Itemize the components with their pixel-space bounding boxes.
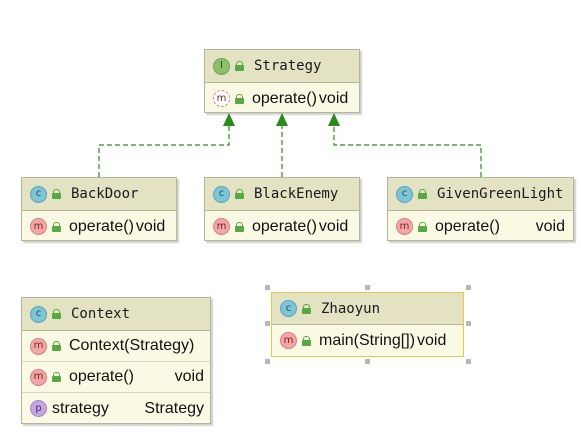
lock-icon [52, 341, 61, 351]
givengreenlight-class-node[interactable]: c GivenGreenLight m operate() void [387, 177, 574, 241]
method-return-type: void [535, 217, 565, 235]
method-icon: m [213, 218, 230, 235]
field-icon: p [30, 400, 47, 417]
lock-icon [418, 221, 427, 232]
context-name: Context [71, 306, 131, 322]
constructor-name: Context(Strategy) [69, 337, 195, 354]
lock-icon [52, 189, 61, 199]
context-operate-row[interactable]: m operate() void [22, 362, 210, 393]
selection-handle-se[interactable] [466, 359, 471, 364]
zhaoyun-method-row[interactable]: m main(String[]) void [272, 325, 463, 356]
class-icon: c [213, 185, 230, 203]
selection-handle-ne[interactable] [466, 285, 471, 290]
runnable-class-icon: c [280, 300, 297, 317]
lock-icon [52, 221, 61, 232]
selection-handle-e[interactable] [466, 321, 471, 326]
blackenemy-class-node[interactable]: c BlackEnemy m operate() void [204, 177, 360, 241]
method-icon: m [30, 368, 47, 386]
lock-icon [52, 372, 61, 382]
lock-icon [235, 189, 244, 199]
context-header: c Context [22, 298, 210, 331]
givengreenlight-name: GivenGreenLight [437, 186, 564, 202]
selection-handle-nw[interactable] [265, 285, 270, 290]
backdoor-header: c BackDoor [22, 178, 176, 211]
method-icon: m [30, 218, 47, 235]
class-icon: c [30, 185, 47, 203]
method-return-type: void [417, 331, 447, 349]
interface-icon: I [213, 57, 230, 75]
selection-handle-n[interactable] [365, 285, 370, 290]
zhaoyun-header: c Zhaoyun [272, 293, 463, 325]
backdoor-method-row[interactable]: m operate() void [22, 211, 176, 242]
givengreenlight-header: c GivenGreenLight [388, 178, 573, 211]
lock-icon [235, 61, 244, 71]
method-name: operate() [69, 217, 134, 235]
givengreenlight-method-row[interactable]: m operate() void [388, 211, 573, 242]
zhaoyun-name: Zhaoyun [321, 300, 381, 317]
field-type: Strategy [144, 399, 204, 417]
method-name: operate() [252, 217, 317, 235]
strategy-interface-node[interactable]: I Strategy m operate() void [204, 49, 360, 113]
selection-handle-s[interactable] [365, 359, 370, 364]
realization-arrowhead-blackenemy [276, 113, 288, 126]
strategy-method-row[interactable]: m operate() void [205, 83, 359, 114]
method-return-type: void [318, 89, 349, 107]
method-return-type: void [318, 217, 349, 235]
blackenemy-header: c BlackEnemy [205, 178, 359, 211]
context-class-node[interactable]: c Context m Context(Strategy) m operate(… [21, 297, 211, 424]
backdoor-name: BackDoor [71, 186, 139, 202]
lock-icon [52, 309, 61, 319]
method-name: main(String[]) [319, 331, 416, 349]
lock-icon [235, 221, 244, 232]
realization-arrowhead-givengreenlight [328, 113, 340, 126]
selection-handle-sw[interactable] [265, 359, 270, 364]
abstract-method-icon: m [213, 90, 230, 107]
lock-icon [235, 93, 244, 104]
method-return-type: void [135, 217, 166, 235]
class-icon: c [396, 185, 413, 203]
field-name: strategy [52, 399, 109, 417]
method-icon: m [30, 337, 47, 355]
method-icon: m [396, 218, 413, 235]
context-field-row[interactable]: p strategy Strategy [22, 393, 210, 424]
realization-line-givengreenlight [333, 117, 482, 177]
method-return-type: void [174, 368, 204, 385]
method-name: operate() [252, 89, 317, 107]
blackenemy-name: BlackEnemy [254, 186, 339, 202]
method-name: operate() [435, 217, 500, 235]
lock-icon [302, 335, 311, 346]
blackenemy-method-row[interactable]: m operate() void [205, 211, 359, 242]
lock-icon [302, 303, 311, 314]
lock-icon [418, 189, 427, 199]
selection-handle-w[interactable] [265, 321, 270, 326]
class-icon: c [30, 305, 47, 323]
context-constructor-row[interactable]: m Context(Strategy) [22, 331, 210, 362]
realization-arrowhead-backdoor [223, 113, 235, 126]
strategy-name: Strategy [254, 58, 322, 74]
backdoor-class-node[interactable]: c BackDoor m operate() void [21, 177, 177, 241]
strategy-header: I Strategy [205, 50, 359, 83]
zhaoyun-class-node[interactable]: c Zhaoyun m main(String[]) void [271, 292, 464, 357]
method-name: operate() [69, 368, 134, 385]
static-method-icon: m [280, 332, 297, 349]
realization-line-backdoor [98, 117, 230, 177]
